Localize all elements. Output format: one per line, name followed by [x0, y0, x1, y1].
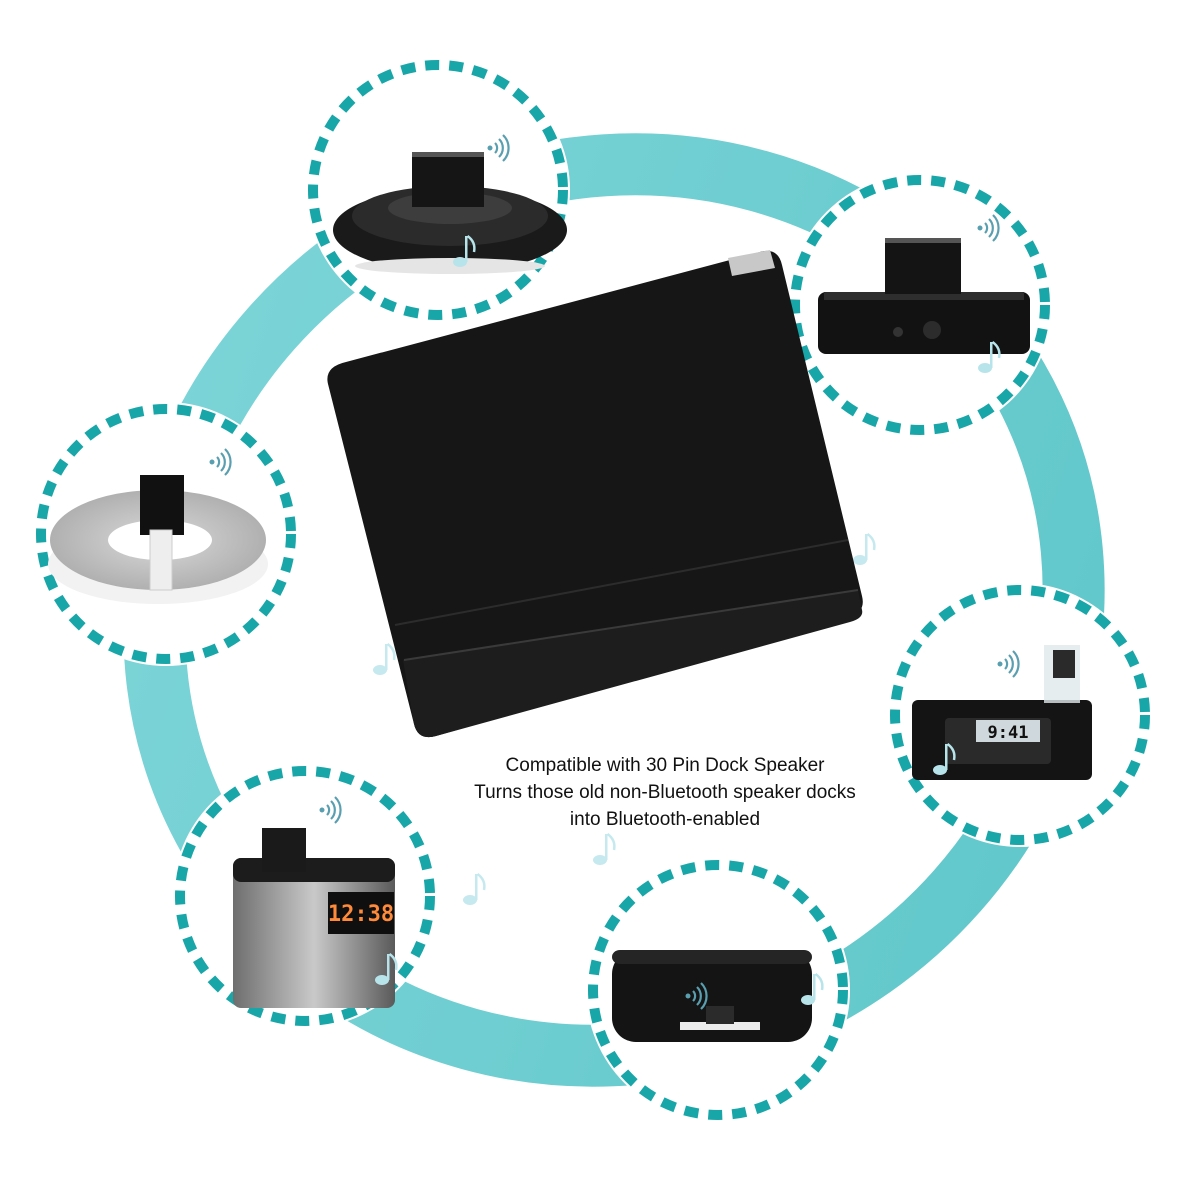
- music-note-icon: [851, 532, 876, 567]
- caption-line-1: Compatible with 30 Pin Dock Speaker: [505, 755, 825, 776]
- speaker-circle-box-dock: [788, 173, 1052, 437]
- caption-line-3: into Bluetooth-enabled: [569, 809, 761, 830]
- speaker-circle-cube-clock: 12:38: [173, 764, 437, 1028]
- product-caption: Compatible with 30 Pin Dock Speaker Turn…: [380, 752, 950, 833]
- speaker-circle-clock-dock: 9:41: [888, 583, 1152, 847]
- music-note-icon: [461, 872, 486, 907]
- speaker-circle-slim-dock: [586, 858, 850, 1122]
- speaker-circle-donut-dock: [306, 58, 570, 322]
- music-note-icon: [371, 642, 396, 677]
- bluetooth-30-pin-adapter: [327, 250, 863, 738]
- music-note-icon: [591, 832, 616, 867]
- dock-clock-readout: 9:41: [988, 723, 1029, 743]
- speaker-circle-ring-speaker: [34, 402, 298, 666]
- cube-clock-readout: 12:38: [328, 902, 394, 927]
- caption-line-2: Turns those old non-Bluetooth speaker do…: [474, 782, 856, 803]
